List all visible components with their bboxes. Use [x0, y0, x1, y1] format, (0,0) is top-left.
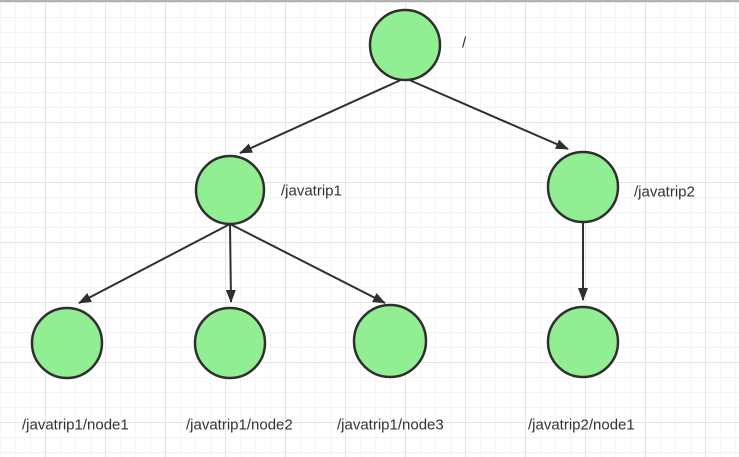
window-top-edge: [0, 0, 739, 2]
node-label-javatrip1[interactable]: /javatrip1: [281, 183, 342, 200]
edge-javatrip1-to-javatrip1-node1[interactable]: [78, 223, 231, 304]
tree-node-javatrip1-node2[interactable]: [193, 306, 267, 380]
node-label-javatrip1-node2[interactable]: /javatrip1/node2: [186, 417, 293, 434]
nodes-layer: [30, 8, 620, 380]
node-label-javatrip1-node1[interactable]: /javatrip1/node1: [22, 417, 129, 434]
node-label-javatrip2-node1[interactable]: /javatrip2/node1: [528, 417, 635, 434]
tree-node-javatrip1-node1[interactable]: [30, 306, 104, 380]
tree-node-javatrip1[interactable]: [194, 154, 266, 226]
tree-node-javatrip2-node1[interactable]: [546, 305, 620, 379]
tree-node-javatrip1-node3[interactable]: [352, 303, 428, 379]
edge-javatrip1-to-javatrip1-node3[interactable]: [229, 223, 386, 304]
tree-node-root[interactable]: [368, 8, 442, 82]
edge-javatrip1-to-javatrip1-node2[interactable]: [225, 223, 236, 303]
node-label-javatrip1-node3[interactable]: /javatrip1/node3: [337, 417, 444, 434]
edge-root-to-javatrip2[interactable]: [406, 78, 569, 150]
labels-layer: / /javatrip1/javatrip2/javatrip1/node1/ja…: [22, 35, 695, 434]
edges-layer: [78, 78, 588, 304]
node-label-root[interactable]: /: [462, 35, 467, 52]
node-label-javatrip2[interactable]: /javatrip2: [634, 184, 695, 201]
tree-node-javatrip2[interactable]: [546, 150, 620, 224]
edge-root-to-javatrip1[interactable]: [239, 78, 404, 154]
